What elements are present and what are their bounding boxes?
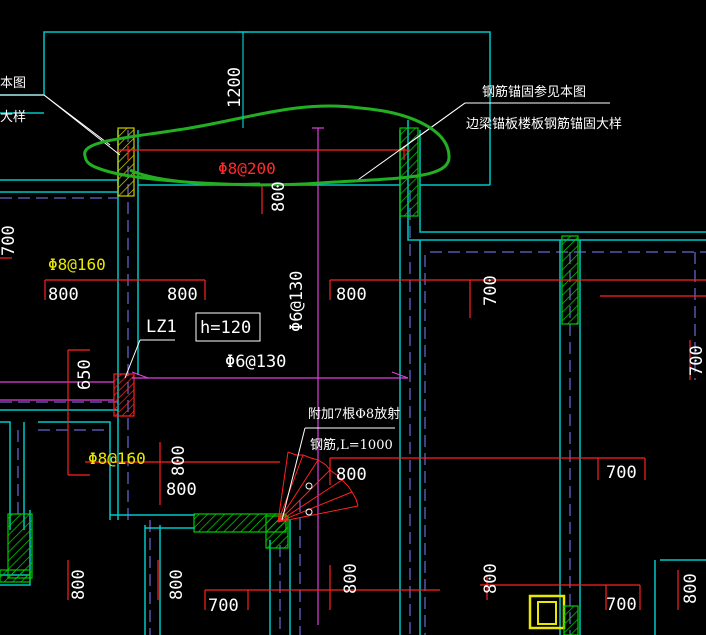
rebar-phi6-130-horizontal: Φ6@130 — [225, 352, 286, 372]
additional-rebar-note-line1: 附加7根Φ8放射 — [308, 406, 400, 422]
rebar-phi8-160-a: Φ8@160 — [48, 255, 106, 274]
dim-700-r1: 700 — [481, 275, 501, 306]
dim-800-l: 800 — [681, 573, 701, 604]
dim-800-i: 800 — [167, 569, 187, 600]
dim-1200: 1200 — [225, 67, 245, 108]
dim-700-b1: 700 — [606, 463, 637, 483]
rebar-phi8-160-b: Φ8@160 — [88, 449, 146, 468]
dim-650: 650 — [75, 359, 95, 390]
note-top-line2: 边梁锚板楼板钢筋锚固大样 — [466, 116, 622, 132]
dim-700-r2: 700 — [687, 345, 706, 376]
radial-rebars — [277, 451, 359, 523]
dim-800-k: 800 — [481, 563, 501, 594]
dim-800-a: 800 — [269, 181, 289, 212]
dim-700-left: 700 — [0, 225, 19, 256]
rebar-phi6-130-vertical: Φ6@130 — [287, 271, 307, 332]
rebar-lines — [0, 146, 706, 610]
dim-800-f: 800 — [166, 480, 197, 500]
dim-1200-line — [238, 31, 248, 128]
note-top-line1: 钢筋锚固参见本图 — [482, 84, 586, 100]
left-note-line2: 大样 — [0, 110, 26, 125]
leader-lines — [0, 94, 610, 521]
column-label-lz1: LZ1 — [146, 317, 177, 337]
highlight-ellipse-annotation — [83, 104, 451, 187]
rebar-end-markers — [305, 482, 313, 516]
slab-thickness-label: h=120 — [200, 318, 251, 338]
dim-800-g: 800 — [336, 465, 367, 485]
dim-700-b3: 700 — [606, 595, 637, 615]
dim-800-c: 800 — [167, 285, 198, 305]
rebar-phi8-200: Φ8@200 — [218, 159, 276, 178]
dim-800-b: 800 — [48, 285, 79, 305]
additional-rebar-note-line2: 钢筋,L=1000 — [310, 437, 393, 453]
dim-800-d: 800 — [336, 285, 367, 305]
dim-800-e: 800 — [169, 445, 189, 476]
left-note-line1: 本图 — [0, 76, 26, 91]
dim-700-b2: 700 — [208, 596, 239, 616]
dim-800-h: 800 — [69, 569, 89, 600]
magenta-lines — [0, 127, 409, 625]
dim-800-j: 800 — [341, 563, 361, 594]
